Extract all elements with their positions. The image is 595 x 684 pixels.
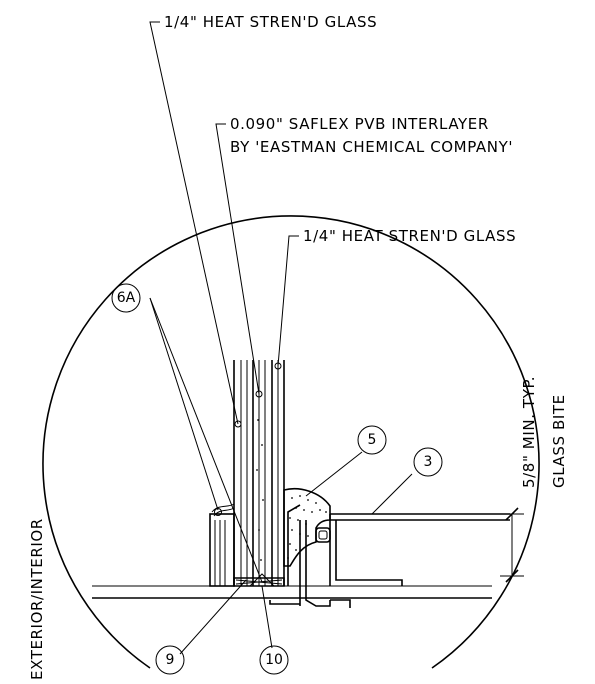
bubble-3: 3 — [413, 447, 443, 477]
svg-text:5: 5 — [368, 432, 377, 448]
svg-text:9: 9 — [166, 652, 175, 668]
glass-bite-dimension: 5/8" MIN. TYP. GLASS BITE — [500, 376, 568, 583]
bubble-5: 5 — [357, 425, 387, 455]
svg-text:3: 3 — [424, 454, 433, 470]
dimension-line2: GLASS BITE — [550, 394, 568, 488]
bubble-6a: 6A — [111, 283, 141, 313]
interior-frame — [269, 504, 510, 608]
dimension-line1: 5/8" MIN. TYP. — [520, 376, 538, 488]
callout-inner-glass: 1/4" HEAT STREN'D GLASS — [303, 227, 516, 245]
detail-circle — [42, 215, 540, 669]
sealant-bead — [283, 488, 331, 567]
leader-lines — [149, 21, 413, 655]
bubble-9: 9 — [155, 645, 185, 675]
glass-assembly — [233, 360, 285, 586]
interlayer-hatch — [256, 419, 264, 561]
sealant-stipple — [287, 495, 327, 559]
callout-outer-glass: 1/4" HEAT STREN'D GLASS — [164, 13, 377, 31]
side-label: EXTERIOR/INTERIOR — [28, 518, 46, 680]
callout-interlayer-line1: 0.090" SAFLEX PVB INTERLAYER — [230, 115, 489, 133]
svg-text:10: 10 — [265, 652, 283, 668]
callout-interlayer-line2: BY 'EASTMAN CHEMICAL COMPANY' — [230, 138, 513, 156]
exterior-stop — [209, 503, 235, 587]
svg-text:6A: 6A — [117, 290, 136, 306]
bubble-10: 10 — [259, 645, 289, 675]
